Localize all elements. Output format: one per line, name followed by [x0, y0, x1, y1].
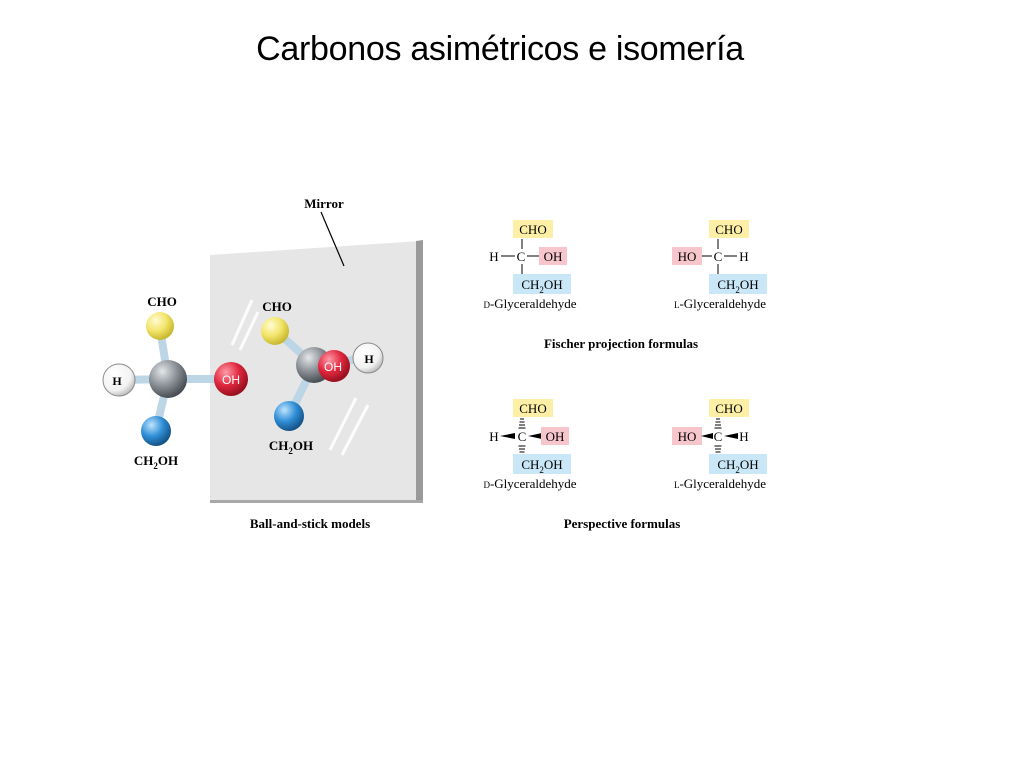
right-ch2oh-label: CH2OH [269, 438, 313, 456]
fischer-d-oh-box [539, 247, 567, 265]
perspective-caption: Perspective formulas [564, 516, 681, 531]
fischer-l-carbon: C [714, 249, 723, 264]
fischer-l-cho-box [709, 220, 749, 238]
fischer-d-h: H [489, 249, 498, 264]
right-ch2oh-atom [274, 401, 304, 431]
right-oh-label: OH [324, 360, 342, 374]
fischer-l-ch2oh: CH2OH [717, 277, 758, 295]
fischer-d-cho-box [513, 220, 553, 238]
slide-title: Carbonos asimétricos e isomería [256, 30, 744, 68]
perspective-d-cho-box [513, 399, 553, 417]
perspective-d-wedge-right [528, 433, 542, 439]
mirror-edge [416, 240, 423, 500]
perspective-panel: CHO H C OH CH2OH D-Glyceraldehyde [483, 399, 767, 531]
mirror-bottom-edge [210, 500, 423, 503]
right-cho-atom [261, 317, 289, 345]
perspective-d-ch2oh-box [513, 454, 571, 474]
perspective-l-ch2oh-box [709, 454, 767, 474]
fischer-l-ch2oh-box [709, 274, 767, 294]
perspective-l-wedge-right [724, 433, 738, 439]
right-molecule: CHO H OH CH2OH [261, 299, 384, 456]
left-ch2oh-label: CH2OH [134, 453, 178, 471]
fischer-caption: Fischer projection formulas [544, 336, 698, 351]
perspective-d-glyceraldehyde: CHO H C OH CH2OH D-Glyceraldehyde [483, 399, 577, 491]
perspective-d-ch2oh: CH2OH [521, 457, 562, 475]
fischer-l-name: L-Glyceraldehyde [674, 296, 766, 311]
left-oh-atom [214, 362, 248, 396]
perspective-d-oh: OH [546, 429, 565, 444]
fischer-l-oh-box [672, 247, 702, 265]
right-cho-label: CHO [262, 299, 292, 314]
left-molecule: H CHO CH2OH OH [102, 294, 248, 471]
left-carbon-atom [149, 360, 187, 398]
fischer-d-oh: OH [544, 249, 563, 264]
fischer-l-glyceraldehyde: CHO HO C H CH2OH L-Glyceraldehyde [672, 220, 767, 311]
fischer-d-cho: CHO [519, 222, 546, 237]
fischer-d-ch2oh: CH2OH [521, 277, 562, 295]
fischer-d-name: D-Glyceraldehyde [483, 296, 576, 311]
mirror-reflections [230, 299, 370, 456]
perspective-l-glyceraldehyde: CHO HO C H CH2OH L-Glyceraldehyde [672, 399, 767, 491]
ball-and-stick-caption: Ball-and-stick models [250, 516, 370, 531]
perspective-l-carbon: C [714, 429, 723, 444]
fischer-d-glyceraldehyde: CHO H C OH CH2OH D-Glyceraldehyde [483, 220, 577, 311]
perspective-l-dash-down [714, 445, 722, 453]
perspective-l-oh-box [672, 427, 702, 445]
fischer-l-h: H [739, 249, 748, 264]
perspective-l-cho-box [709, 399, 749, 417]
left-oh-label: OH [222, 373, 240, 387]
perspective-l-name: L-Glyceraldehyde [674, 476, 766, 491]
ball-and-stick-panel: Mirror H CHO CH2OH OH [102, 196, 423, 531]
fischer-d-carbon: C [517, 249, 526, 264]
left-h-atom [102, 363, 136, 397]
fischer-l-cho: CHO [715, 222, 742, 237]
right-oh-atom [318, 350, 350, 382]
perspective-l-ho: HO [678, 429, 697, 444]
perspective-l-h: H [739, 429, 748, 444]
right-h-label: H [364, 352, 374, 366]
left-cho-label: CHO [147, 294, 177, 309]
left-ch2oh-atom [141, 416, 171, 446]
perspective-d-carbon: C [518, 429, 527, 444]
left-h-label: H [112, 374, 122, 388]
fischer-d-ch2oh-box [513, 274, 571, 294]
perspective-d-cho: CHO [519, 401, 546, 416]
perspective-d-dash-down [518, 445, 526, 453]
perspective-l-wedge-left [701, 433, 713, 439]
perspective-l-dash-up [714, 418, 722, 429]
right-h-atom [352, 342, 384, 374]
left-cho-atom [146, 312, 174, 340]
mirror-label: Mirror [304, 196, 344, 211]
perspective-d-wedge-left [500, 433, 515, 439]
fischer-l-ho: HO [678, 249, 697, 264]
perspective-d-oh-box [541, 427, 569, 445]
perspective-l-cho: CHO [715, 401, 742, 416]
perspective-d-h: H [489, 429, 498, 444]
perspective-l-ch2oh: CH2OH [717, 457, 758, 475]
mirror-pointer-line [320, 211, 345, 267]
fischer-panel: CHO H C OH CH2OH D-Glyceraldehyde CHO HO… [483, 220, 767, 351]
perspective-d-dash-up [518, 418, 526, 429]
perspective-d-name: D-Glyceraldehyde [483, 476, 576, 491]
